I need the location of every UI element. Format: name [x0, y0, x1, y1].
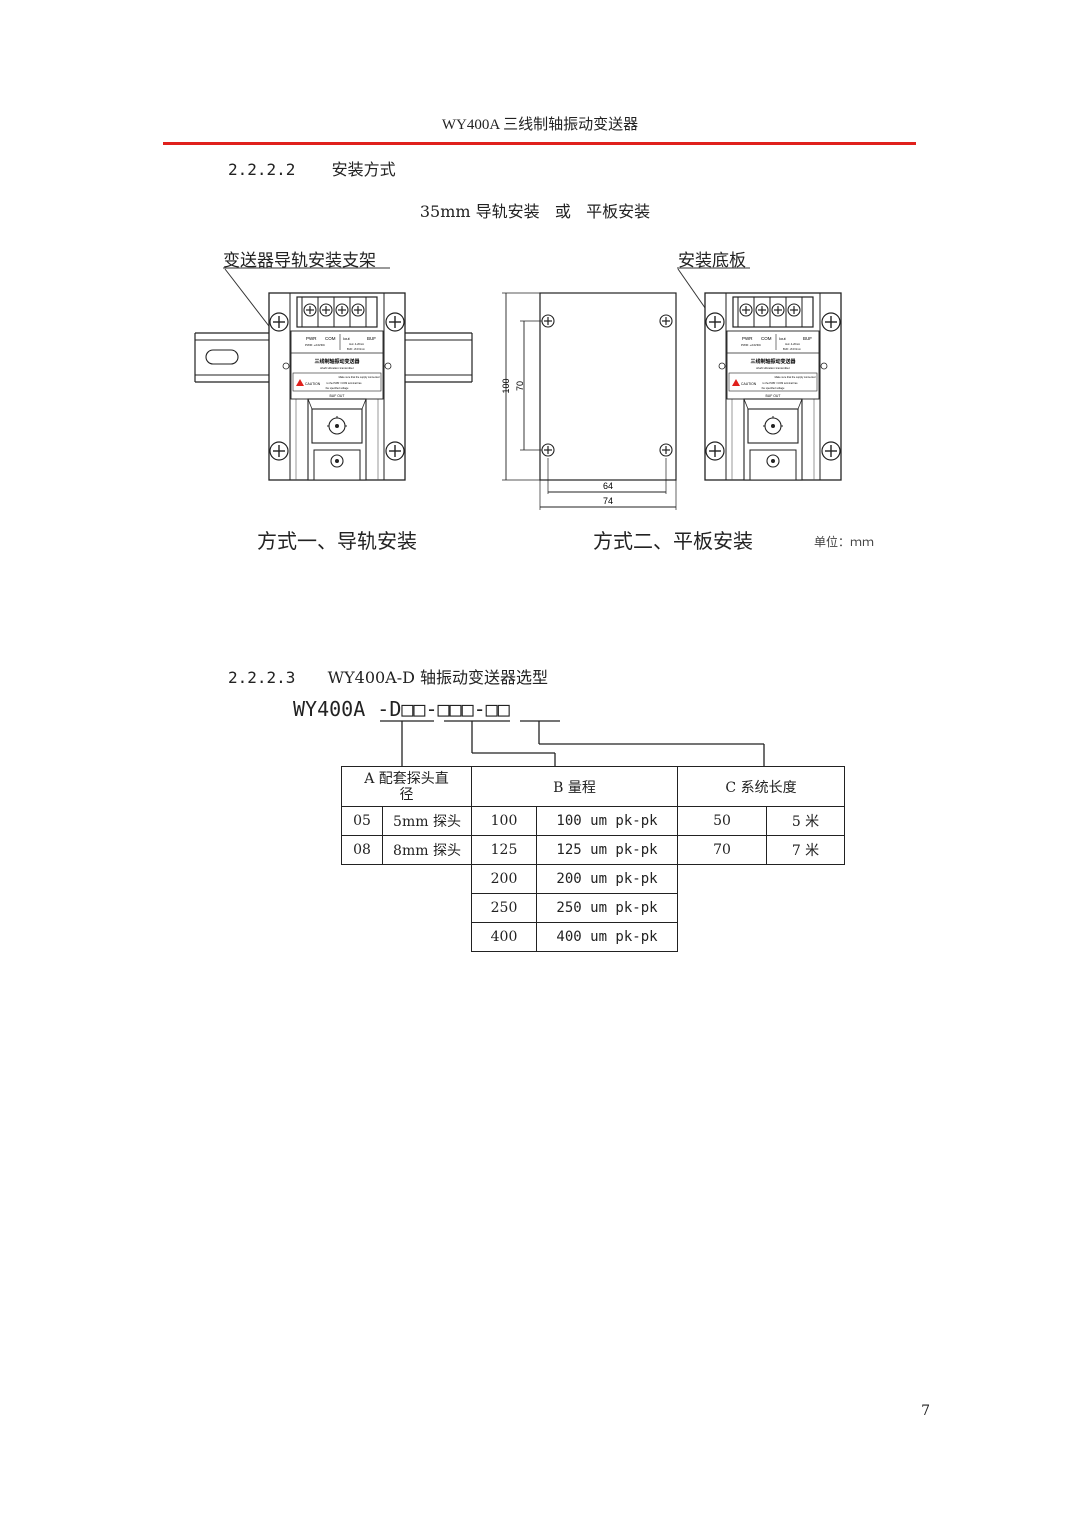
header-rule: [163, 142, 916, 145]
svg-text:Iout: 4-20mA: Iout: 4-20mA: [785, 342, 800, 346]
header-range: B 量程: [471, 766, 678, 807]
selection-table: A 配套探头直径 B 量程 C 系统长度 05 5mm 探头 100 100 u…: [341, 766, 845, 952]
section-select-heading: 2.2.2.3 WY400A-D 轴振动变送器选型: [228, 664, 548, 688]
svg-text:shaft vibration transmitter: shaft vibration transmitter: [756, 366, 790, 370]
svg-text:PWR: PWR: [306, 336, 317, 341]
section-select-number: 2.2.2.3: [228, 668, 296, 687]
svg-text:三线制轴振动变送器: 三线制轴振动变送器: [314, 358, 360, 365]
svg-text:BUF: BUF: [803, 336, 812, 341]
label-rail-bracket: 变送器导轨安装支架: [223, 251, 376, 271]
svg-text:BUF: BUF: [367, 336, 376, 341]
label-base-plate: 安装底板: [678, 251, 746, 271]
svg-text:BUF: -8.0V/mm: BUF: -8.0V/mm: [783, 347, 801, 351]
mounting-plate-drawing: 100 70 64 74: [501, 292, 677, 510]
dim-height-inner: 70: [515, 381, 525, 391]
dim-height-outer: 100: [501, 378, 511, 393]
svg-text:CAUTION: CAUTION: [741, 382, 757, 386]
svg-text:Iout: Iout: [343, 336, 351, 341]
header-system-length: C 系统长度: [677, 766, 845, 807]
svg-text:三线制轴振动变送器: 三线制轴振动变送器: [750, 358, 796, 365]
model-code: WY400A -D□□-□□□-□□: [293, 697, 510, 721]
section-mount-title: 安装方式: [331, 160, 396, 179]
transmitter-rail-mounted: PWR COM Iout BUF PWR: +24VDC Iout: 4-20m…: [268, 292, 406, 481]
svg-text:the specified voltage: the specified voltage: [762, 387, 785, 390]
svg-text:Make sure that the supply conn: Make sure that the supply connected: [339, 376, 380, 379]
section-mount-number: 2.2.2.2: [228, 160, 296, 179]
mount-subtitle: 35mm 导轨安装 或 平板安装: [419, 202, 651, 221]
section-mount-heading: 2.2.2.2 安装方式: [228, 156, 396, 180]
svg-text:COM: COM: [761, 336, 772, 341]
mounting-drawing: PWR COM Iout BUF PWR: +24VDC Iout: 4-20m…: [194, 267, 842, 510]
svg-text:the specified voltage: the specified voltage: [326, 387, 349, 390]
svg-text:BUF: -8.0V/mm: BUF: -8.0V/mm: [347, 347, 365, 351]
svg-text:shaft vibration transmitter: shaft vibration transmitter: [320, 366, 354, 370]
table-row: 250 250 um pk-pk: [342, 893, 845, 923]
table-row: 200 200 um pk-pk: [342, 864, 845, 894]
caption-plate-mount: 方式二、平板安装: [593, 529, 753, 553]
svg-text:BUF OUT: BUF OUT: [330, 394, 345, 398]
svg-text:PWR: +24VDC: PWR: +24VDC: [741, 343, 762, 347]
table-row: 400 400 um pk-pk: [342, 922, 845, 952]
svg-text:COM: COM: [325, 336, 336, 341]
section-select-title: WY400A-D 轴振动变送器选型: [327, 668, 549, 687]
svg-text:Iout: 4-20mA: Iout: 4-20mA: [349, 342, 364, 346]
svg-text:Make sure that the supply conn: Make sure that the supply connected: [775, 376, 816, 379]
dim-width-inner: 64: [603, 481, 613, 491]
table-row: 08 8mm 探头 125 125 um pk-pk 70 7 米: [341, 835, 845, 865]
unit-note: 单位：ｍｍ: [814, 535, 875, 549]
table-row: 05 5mm 探头 100 100 um pk-pk 50 5 米: [341, 806, 845, 836]
dim-width-outer: 74: [603, 496, 613, 506]
svg-text:PWR: PWR: [742, 336, 753, 341]
svg-text:PWR: +24VDC: PWR: +24VDC: [305, 343, 326, 347]
table-header-row: A 配套探头直径 B 量程 C 系统长度: [341, 766, 845, 807]
svg-text:to the PWR / COM terminal has: to the PWR / COM terminal has: [326, 382, 362, 385]
svg-text:BUF OUT: BUF OUT: [766, 394, 781, 398]
page-number: 7: [921, 1403, 930, 1419]
model-code-connectors: [380, 720, 765, 767]
svg-text:CAUTION: CAUTION: [305, 382, 321, 386]
transmitter-plate-mounted: PWR COM Iout BUF PWR: +24VDC Iout: 4-20m…: [704, 292, 842, 481]
svg-text:Iout: Iout: [779, 336, 787, 341]
caption-rail-mount: 方式一、导轨安装: [257, 529, 417, 553]
page-header: WY400A 三线制轴振动变送器: [441, 117, 639, 133]
header-probe-diameter: A 配套探头直径: [341, 766, 472, 807]
svg-text:to the PWR / COM terminal has: to the PWR / COM terminal has: [762, 382, 798, 385]
